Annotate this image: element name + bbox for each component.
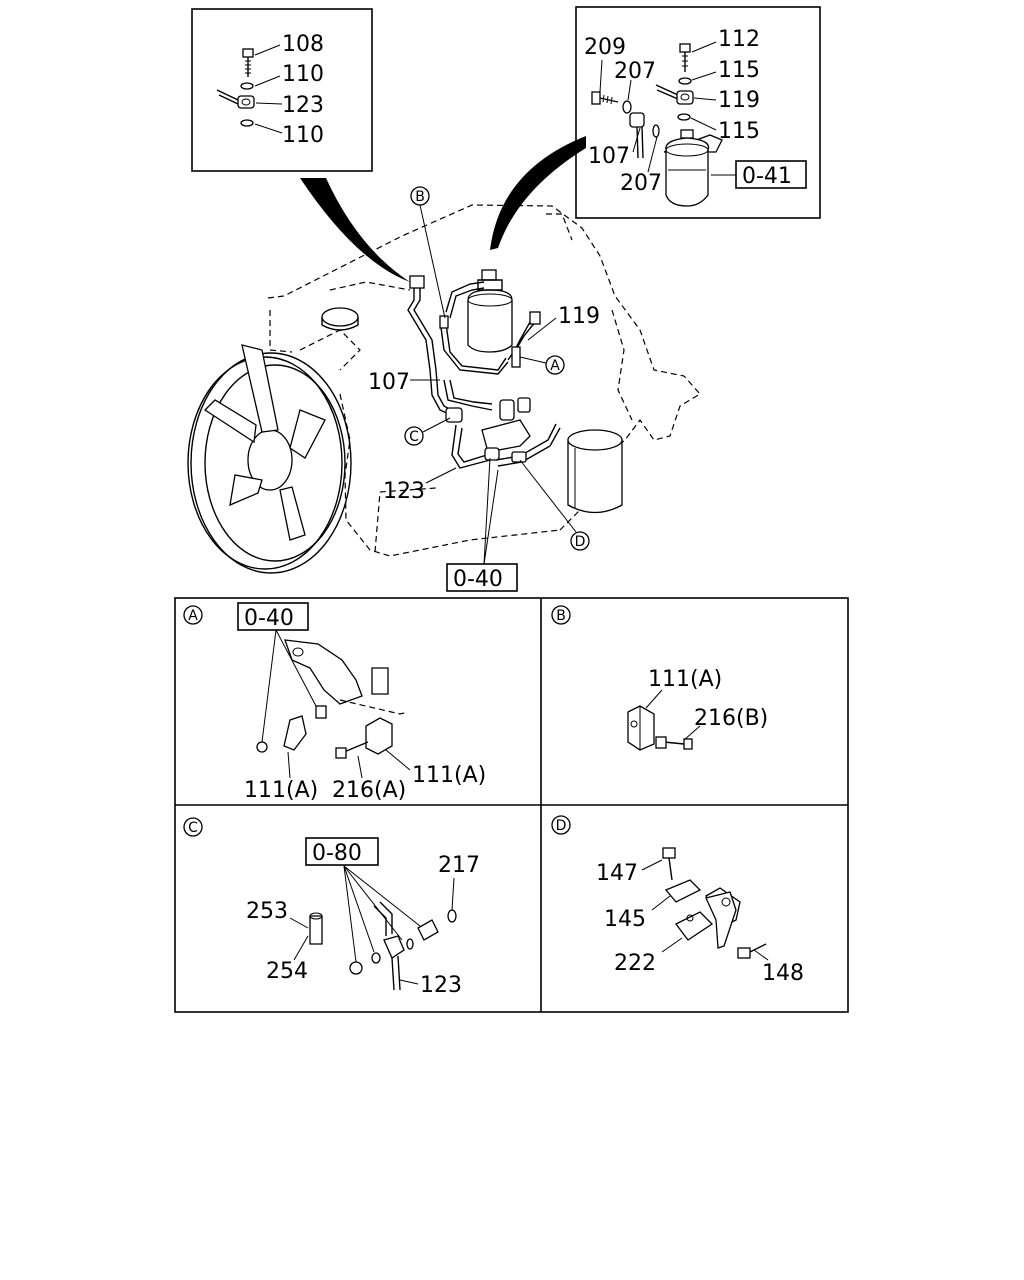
label-108: 108 bbox=[282, 32, 324, 57]
panel-b-label-1: 216(B) bbox=[694, 706, 768, 731]
label-119: 119 bbox=[718, 88, 760, 113]
label-209: 209 bbox=[584, 35, 626, 60]
bolt-209 bbox=[591, 91, 619, 105]
panel-d-letter: D bbox=[556, 818, 567, 834]
label-112: 112 bbox=[718, 27, 760, 52]
panel-c-label-0: 217 bbox=[438, 853, 480, 878]
label-main-107: 107 bbox=[368, 370, 410, 395]
cooling-fan bbox=[187, 344, 352, 574]
inset-frame-right bbox=[575, 6, 821, 219]
panel-b-label-0: 111(A) bbox=[648, 667, 722, 692]
panel-c-ref: 0-80 bbox=[312, 841, 362, 866]
panel-c-label-1: 253 bbox=[246, 899, 288, 924]
panel-a-ref: 0-40 bbox=[244, 606, 294, 631]
label-115-b: 115 bbox=[718, 119, 760, 144]
callout-a-circle bbox=[545, 355, 565, 375]
washer-207-a bbox=[622, 100, 632, 114]
callout-d-circle bbox=[570, 531, 590, 551]
panel-b-letter: B bbox=[556, 608, 566, 624]
panel-d-label-1: 145 bbox=[604, 907, 646, 932]
fuel-pipes bbox=[407, 275, 561, 469]
panel-c-label-2: 254 bbox=[266, 959, 308, 984]
label-123: 123 bbox=[282, 93, 324, 118]
leader-a bbox=[519, 356, 547, 364]
callout-c-circle bbox=[404, 426, 424, 446]
engine-illustration: B A C D 119 107 123 0-40 bbox=[187, 186, 701, 592]
ref-box-0-40 bbox=[446, 563, 518, 592]
oil-filler-cap bbox=[321, 307, 359, 331]
panel-d-label-0: 147 bbox=[596, 861, 638, 886]
eye-fitting-123 bbox=[216, 89, 255, 109]
bolt-108 bbox=[242, 48, 254, 77]
panel-b: B 111(A) 216(B) bbox=[551, 605, 768, 751]
mounted-fuel-filter bbox=[467, 269, 513, 353]
clamp-block-b bbox=[627, 705, 693, 751]
washer-110-bottom bbox=[240, 119, 254, 127]
label-207-a: 207 bbox=[614, 59, 656, 84]
callout-c: C bbox=[409, 429, 419, 445]
label-110-top: 110 bbox=[282, 62, 324, 87]
washer-207-b bbox=[652, 124, 660, 138]
inset-top-right: 209 207 112 115 119 115 107 207 0-41 bbox=[575, 6, 821, 219]
washer-115-a bbox=[678, 77, 692, 85]
panel-a-label-1: 216(A) bbox=[332, 778, 406, 803]
panel-c-label-3: 123 bbox=[420, 973, 462, 998]
panel-a-letter: A bbox=[188, 608, 198, 624]
bolt-112 bbox=[679, 43, 691, 72]
ref-box-0-41 bbox=[735, 160, 807, 189]
injection-pump bbox=[445, 397, 531, 463]
label-main-119: 119 bbox=[558, 304, 600, 329]
panel-c-letter: C bbox=[188, 820, 198, 836]
eye-fitting-119 bbox=[655, 84, 694, 105]
inset-top-left: 108 110 123 110 bbox=[191, 8, 373, 172]
ref-main-0-40: 0-40 bbox=[453, 567, 503, 592]
bracket-assembly-d bbox=[662, 847, 767, 959]
pointer-swoops bbox=[300, 136, 586, 282]
label-main-123: 123 bbox=[383, 479, 425, 504]
label-207-b: 207 bbox=[620, 171, 662, 196]
callout-b-circle bbox=[410, 186, 430, 206]
clip-a bbox=[511, 346, 521, 368]
washer-110-top bbox=[240, 82, 254, 90]
panel-a-label-2: 111(A) bbox=[412, 763, 486, 788]
label-107: 107 bbox=[588, 144, 630, 169]
panel-c: C 0-80 217 253 254 123 bbox=[183, 817, 480, 998]
panel-d-label-3: 148 bbox=[762, 961, 804, 986]
callout-a: A bbox=[550, 358, 560, 374]
leader-b bbox=[419, 204, 446, 319]
panel-a-label-0: 111(A) bbox=[244, 778, 318, 803]
bracket-assembly-a bbox=[256, 639, 409, 759]
panel-d: D 147 145 222 148 bbox=[551, 815, 804, 986]
panel-d-label-2: 222 bbox=[614, 951, 656, 976]
panel-a: A 0-40 111(A) 216(A) 111(A) bbox=[183, 602, 486, 803]
clip-b bbox=[439, 315, 449, 329]
leader-d bbox=[519, 459, 577, 533]
banjo-fitting-107 bbox=[629, 112, 645, 159]
inset-frame bbox=[191, 8, 373, 172]
fuel-filter bbox=[663, 129, 723, 207]
washer-115-b bbox=[677, 113, 691, 121]
oil-filter-cylinder bbox=[567, 429, 623, 514]
label-115-a: 115 bbox=[718, 58, 760, 83]
callout-d: D bbox=[575, 534, 586, 550]
ref-0-41: 0-41 bbox=[742, 164, 792, 189]
leader-c bbox=[422, 417, 451, 433]
detail-panels-grid bbox=[174, 597, 849, 1013]
label-110-bottom: 110 bbox=[282, 123, 324, 148]
callout-b: B bbox=[415, 189, 425, 205]
